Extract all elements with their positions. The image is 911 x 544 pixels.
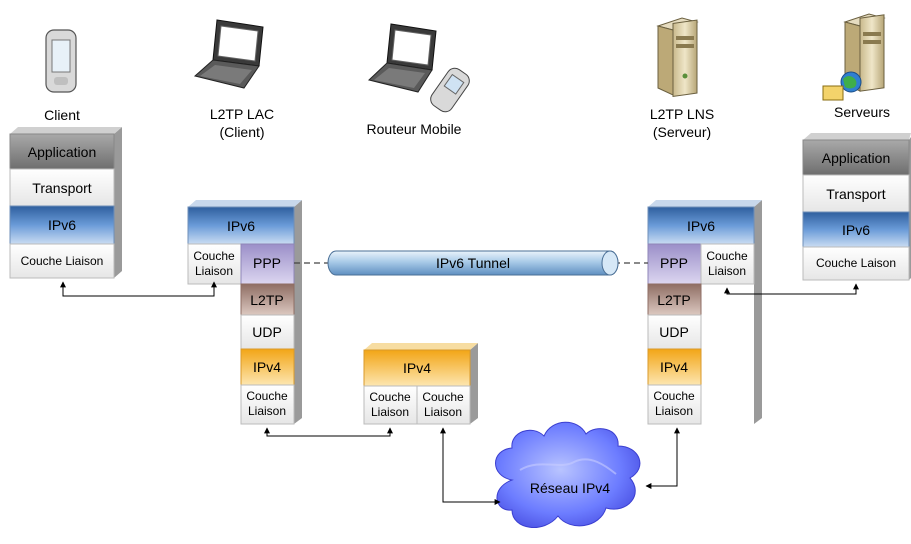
lns-link2-layer-line2: Liaison bbox=[655, 404, 693, 418]
client-stack: Application Transport IPv6 Couche Liaiso… bbox=[9, 127, 122, 279]
lac-link-layer-line2: Liaison bbox=[195, 264, 233, 278]
router-ipv4-layer: IPv4 bbox=[403, 360, 431, 376]
lns-link-layer-line1: Couche bbox=[706, 249, 748, 263]
client-application-layer: Application bbox=[28, 144, 97, 160]
lns-ipv6-layer: IPv6 bbox=[687, 218, 715, 234]
lac-ipv6-layer: IPv6 bbox=[227, 218, 255, 234]
tunnel-label: IPv6 Tunnel bbox=[436, 255, 510, 271]
router-link-a-line2: Liaison bbox=[371, 405, 409, 419]
cloud-label: Réseau IPv4 bbox=[530, 480, 610, 496]
lac-label-line2: (Client) bbox=[219, 124, 264, 140]
lns-udp-layer: UDP bbox=[659, 324, 689, 340]
client-label: Client bbox=[44, 107, 80, 123]
lac-label-line1: L2TP LAC bbox=[210, 106, 274, 122]
laptop-phone-icon bbox=[367, 23, 470, 113]
client-transport-layer: Transport bbox=[32, 180, 92, 196]
lac-stack: IPv6 Couche Liaison PPP L2TP UDP IPv4 Co… bbox=[187, 200, 302, 425]
lac-l2tp-layer: L2TP bbox=[250, 292, 283, 308]
server-icon bbox=[656, 17, 699, 97]
servers-label: Serveurs bbox=[834, 104, 890, 120]
ipv6-tunnel: IPv6 Tunnel bbox=[294, 250, 648, 276]
servers-stack: Application Transport IPv6 Couche Laison bbox=[802, 133, 911, 281]
connectors bbox=[60, 281, 859, 505]
servers-application-layer: Application bbox=[822, 150, 891, 166]
client-ipv6-layer: IPv6 bbox=[48, 217, 76, 233]
router-link-a-line1: Couche bbox=[369, 390, 411, 404]
router-link-b-line1: Couche bbox=[422, 390, 464, 404]
lns-ipv4-layer: IPv4 bbox=[660, 359, 688, 375]
lac-ppp-layer: PPP bbox=[253, 255, 281, 271]
client-link-layer: Couche Liaison bbox=[21, 254, 104, 268]
router-label: Routeur Mobile bbox=[367, 121, 462, 137]
lns-ppp-layer: PPP bbox=[660, 255, 688, 271]
servers-ipv6-layer: IPv6 bbox=[842, 222, 870, 238]
lns-label-line1: L2TP LNS bbox=[650, 106, 714, 122]
connector-lac-router bbox=[264, 427, 393, 437]
lns-link-layer-line2: Liaison bbox=[708, 264, 746, 278]
connector-client-lac bbox=[60, 281, 217, 297]
lac-link-layer-line1: Couche bbox=[193, 249, 235, 263]
lac-udp-layer: UDP bbox=[252, 324, 282, 340]
connector-router-cloud bbox=[440, 427, 501, 505]
laptop-icon bbox=[193, 19, 264, 89]
servers-link-layer: Couche Laison bbox=[816, 256, 896, 270]
router-link-b-line2: Liaison bbox=[424, 405, 462, 419]
lns-l2tp-layer: L2TP bbox=[657, 292, 690, 308]
connector-lns-cloud bbox=[645, 427, 680, 489]
lac-link2-layer-line2: Liaison bbox=[248, 404, 286, 418]
lns-link2-layer-line1: Couche bbox=[653, 389, 695, 403]
lac-link2-layer-line1: Couche bbox=[246, 389, 288, 403]
connector-lns-servers bbox=[724, 283, 859, 295]
servers-transport-layer: Transport bbox=[826, 186, 886, 202]
server-globe-icon bbox=[822, 13, 886, 101]
lac-ipv4-layer: IPv4 bbox=[253, 359, 281, 375]
pda-icon bbox=[45, 29, 77, 93]
lns-stack: IPv6 PPP Couche Liaison L2TP UDP IPv4 Co… bbox=[647, 200, 762, 425]
router-stack: IPv4 Couche Liaison Couche Liaison bbox=[363, 343, 478, 425]
lns-label-line2: (Serveur) bbox=[653, 124, 711, 140]
ipv4-network-cloud: Réseau IPv4 bbox=[495, 421, 641, 528]
